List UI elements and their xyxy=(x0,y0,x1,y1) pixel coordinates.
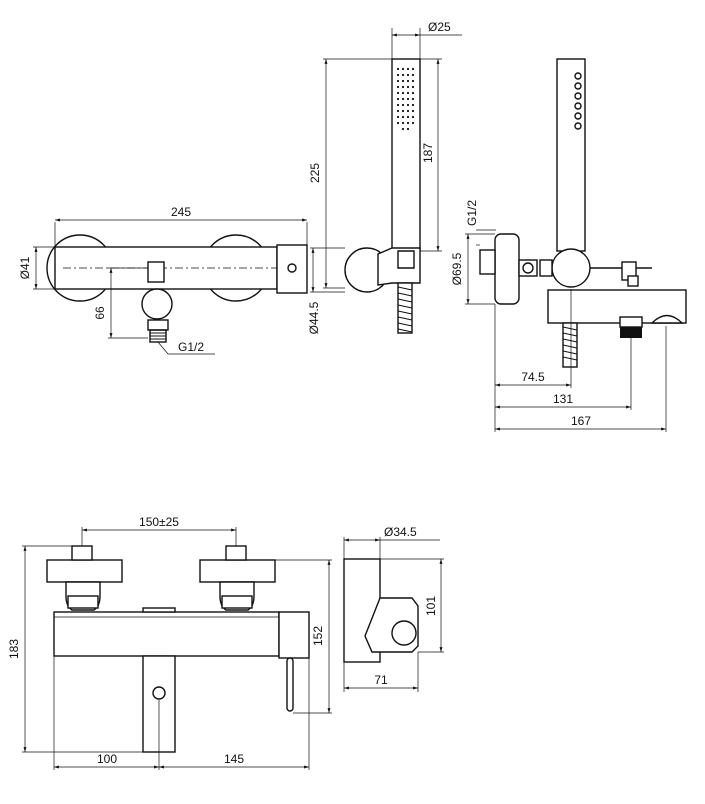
hose xyxy=(397,282,413,334)
dim-131: 131 xyxy=(553,392,573,406)
dim-183: 183 xyxy=(7,639,21,659)
dim-diam-44-5: Ø44.5 xyxy=(307,301,321,334)
dim-g12-front: G1/2 xyxy=(178,340,204,354)
dim-74-5: 74.5 xyxy=(521,370,545,384)
dim-71: 71 xyxy=(374,673,388,687)
dim-diam-41: Ø41 xyxy=(18,256,32,279)
dim-150-25: 150±25 xyxy=(139,515,179,529)
dim-167: 167 xyxy=(571,414,591,428)
holder-detail: Ø34.5 101 71 xyxy=(343,525,444,692)
dim-diam-69-5: Ø69.5 xyxy=(450,252,464,285)
dim-152: 152 xyxy=(311,626,325,646)
dim-diam-25: Ø25 xyxy=(428,20,451,34)
dim-225: 225 xyxy=(308,163,322,183)
spray-holes xyxy=(396,67,415,131)
dim-145: 145 xyxy=(224,752,244,766)
dim-101: 101 xyxy=(424,596,438,616)
top-view: 150±25 183 152 100 145 xyxy=(7,515,332,770)
dim-g12-side: G1/2 xyxy=(465,200,479,226)
dim-66: 66 xyxy=(93,306,107,320)
handshower-view: Ø25 225 187 Ø44.5 xyxy=(307,20,462,334)
dim-diam-34-5: Ø34.5 xyxy=(384,525,417,539)
dim-245: 245 xyxy=(171,205,191,219)
side-view: G1/2 Ø69.5 74.5 131 167 xyxy=(450,58,687,432)
front-view: 245 Ø41 66 G1/2 xyxy=(18,205,308,355)
dim-100: 100 xyxy=(97,752,117,766)
dim-187: 187 xyxy=(421,143,435,163)
